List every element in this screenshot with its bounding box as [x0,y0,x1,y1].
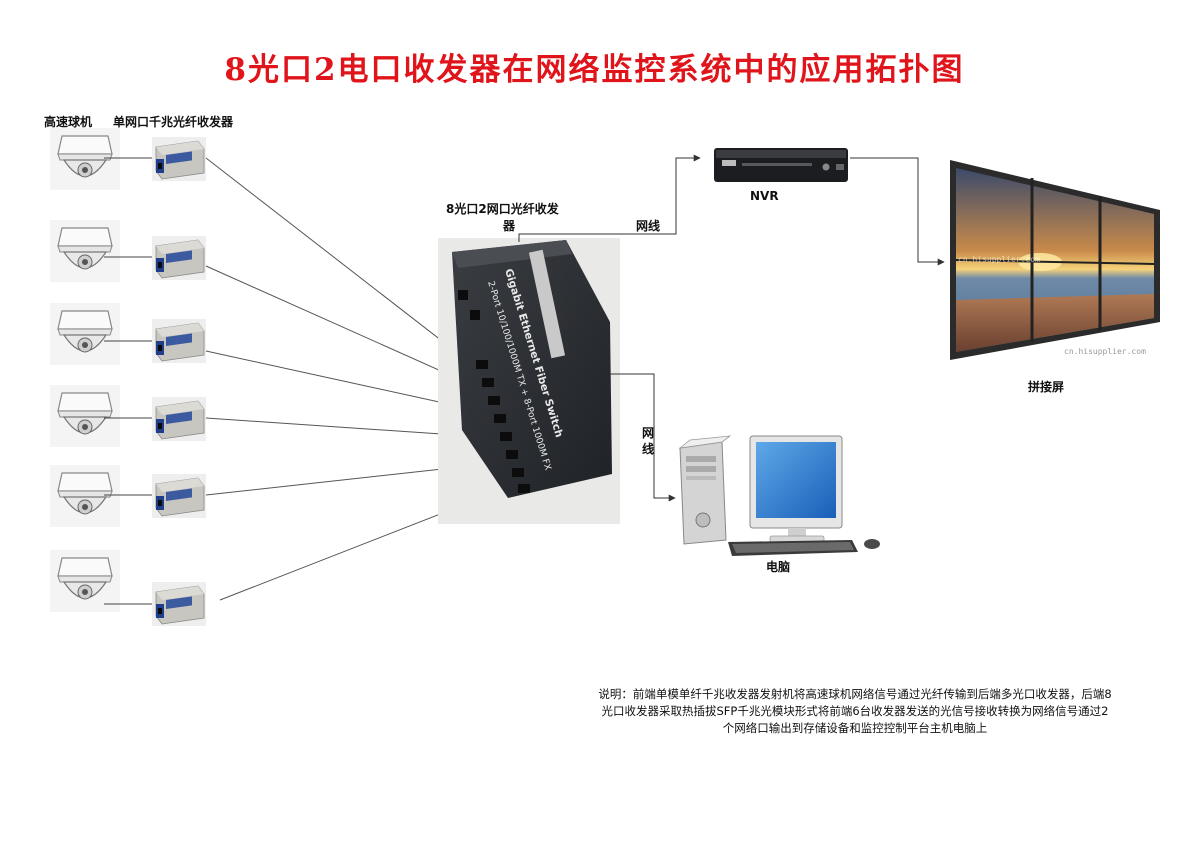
media-converter-5 [151,473,207,519]
camera-header: 高速球机 [44,115,93,129]
link-label-nvr: 网线 [636,219,661,233]
computer-label: 电脑 [766,560,791,574]
fiber-link-1 [205,157,483,373]
computer-tower [678,435,732,545]
link-label-pc-1: 网 [642,426,655,440]
dome-camera-3 [49,302,121,366]
media-converter-4 [151,396,207,442]
unit-3 [49,302,207,366]
link-label-pc-2: 线 [642,442,655,456]
media-converter-1 [151,136,207,182]
nvr-device [714,148,848,182]
fiber-switch: Gigabit Ethernet Fiber Switch 2-Port 10/… [438,238,620,524]
media-converter-3 [151,318,207,364]
unit-5 [49,464,207,528]
computer-monitor [749,435,843,543]
media-converter-6 [151,581,207,627]
media-converter-2 [151,235,207,281]
video-wall: cn.hisupplier.com cn.hisupplier.com [950,160,1160,360]
switch-caption-line1: 8光口2网口光纤收发 [446,202,559,216]
dome-camera-6 [49,549,121,613]
dome-camera-5 [49,464,121,528]
watermark: cn.hisupplier.com [1064,347,1146,356]
unit-1 [49,127,207,191]
unit-2 [49,219,207,283]
nvr-label: NVR [750,189,779,203]
link-nvr-wall [850,157,945,266]
video-wall-overlay: cn.hisupplier.com [958,255,1040,264]
dome-camera-2 [49,219,121,283]
note-line-1: 说明：前端单模单纤千兆收发器发射机将高速球机网络信号通过光纤传输到后端多光口收发… [598,687,1112,701]
description-note: 说明：前端单模单纤千兆收发器发射机将高速球机网络信号通过光纤传输到后端多光口收发… [560,686,1150,737]
video-wall-label: 拼接屏 [1028,380,1065,394]
dome-camera-4 [49,384,121,448]
unit-4 [49,384,207,448]
computer-keyboard [728,540,858,556]
page-title: 8光口2电口收发器在网络监控系统中的应用拓扑图 [224,52,965,88]
note-line-3: 个网络口输出到存储设备和监控控制平台主机电脑上 [722,721,988,735]
converter-header: 单网口千兆光纤收发器 [113,115,234,129]
switch-caption-line2: 器 [503,219,516,233]
note-line-2: 光口收发器采取热插拔SFP千兆光模块形式将前端6台收发器发送的光信号接收转换为网… [601,704,1109,718]
link-switch-nvr [518,154,701,242]
dome-camera-1 [49,127,121,191]
link-switch-pc [610,373,676,502]
unit-6 [49,549,207,627]
computer-mouse [864,539,880,549]
